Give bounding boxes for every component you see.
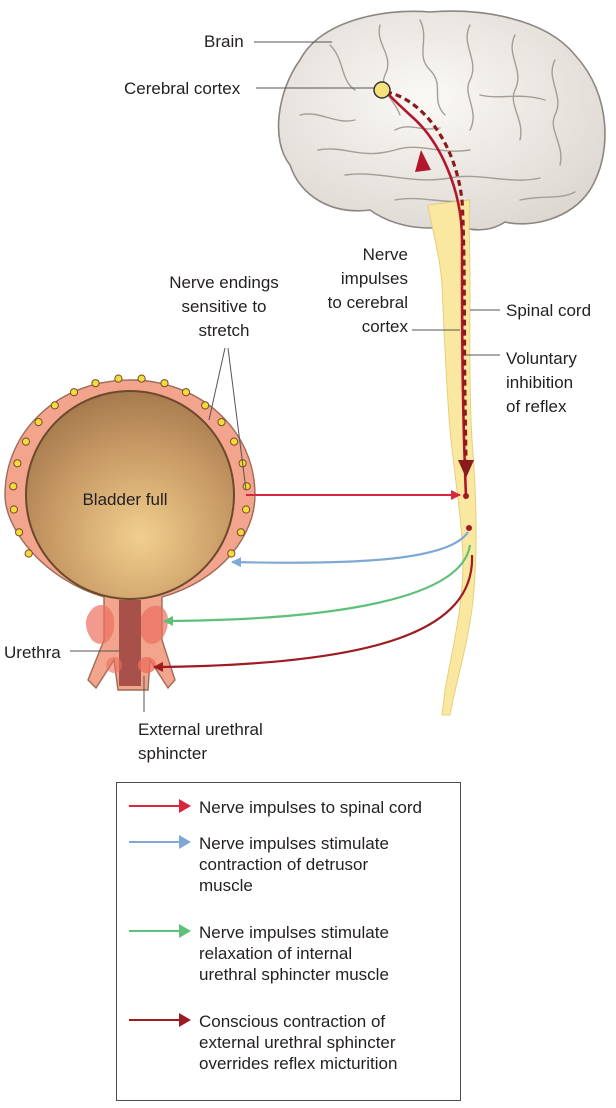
label-spinal-cord: Spinal cord [506,301,591,320]
label-line: stretch [198,321,249,340]
legend: Nerve impulses to spinal cord Nerve impu… [116,782,461,1101]
internal-sphincter-region-right [139,605,168,644]
legend-arrow-red-icon [129,799,191,813]
nerve-ending-dot [21,437,30,446]
label-line: sensitive to [181,297,266,316]
nerve-ending-dot [15,528,24,537]
nerve-ending-dot [217,418,226,427]
nerve-ending-dot [34,418,43,427]
legend-arrow-darkred-icon [129,1013,191,1027]
legend-arrow-green-icon [129,924,191,938]
internal-sphincter-region-left [85,604,115,644]
legend-text-internal-sphincter: Nerve impulses stimulate relaxation of i… [199,923,389,984]
cord-synapse-lower [466,525,472,531]
external-sphincter-region [138,657,156,673]
cord-synapse-upper [463,493,469,499]
nerve-ending-dot [91,379,100,388]
ascending-pathway [385,91,468,498]
nerve-ending-dot [242,482,251,491]
nerve-endings [9,374,251,558]
label-voluntary-inhibition: Voluntary inhibition of reflex [506,349,577,416]
legend-text-detrusor: Nerve impulses stimulate contraction of … [199,834,389,895]
nerve-ending-dot [50,401,59,410]
label-line: impulses [341,269,408,288]
label-external-sphincter: External urethral sphincter [138,720,263,763]
label-line: to cerebral [328,293,408,312]
nerve-ending-dot [160,379,169,388]
legend-text-external-sphincter: Conscious contraction of external urethr… [199,1012,398,1073]
label-line: cortex [362,317,409,336]
label-line: Nerve [363,245,408,264]
nerve-ending-dot [181,388,191,397]
nerve-ending-dot [13,459,22,468]
nerve-ending-dot [227,549,236,558]
ascending-arrowhead [415,150,431,172]
arrow-to-detrusor [231,531,469,568]
label-cerebral-cortex: Cerebral cortex [124,79,241,98]
brain [277,10,606,231]
urethra-lumen [119,600,141,686]
arrow-to-internal-sphincter [163,544,472,626]
label-line: sphincter [138,744,207,763]
nerve-ending-dot [69,388,79,397]
inhibition-arrowhead [458,460,474,478]
nerve-ending-dot [242,505,251,514]
label-line: Voluntary [506,349,577,368]
bladder-lumen [25,390,235,600]
external-sphincter-region-left [106,657,122,673]
label-bladder-full: Bladder full [82,490,167,509]
nerve-ending-dot [114,374,123,383]
nerve-ending-dot [9,482,18,491]
nerve-ending-dot [9,505,18,514]
arrow-to-external-sphincter [153,554,474,672]
leader-lines [70,41,500,712]
nerve-ending-dot [24,549,33,558]
label-brain: Brain [204,32,244,51]
inhibition-pathway [385,90,468,463]
label-line: External urethral [138,720,263,739]
nerve-ending-dot [201,401,210,410]
legend-text-sensory: Nerve impulses to spinal cord [199,798,422,817]
label-line: Nerve endings [169,273,279,292]
label-urethra: Urethra [4,643,61,662]
label-line: of reflex [506,397,567,416]
legend-arrow-blue-icon [129,835,191,849]
nerve-ending-dot [137,374,146,383]
label-line: inhibition [506,373,573,392]
spinal-cord [427,199,477,716]
label-nerve-impulses-to-cortex: Nerve impulses to cerebral cortex [328,245,409,336]
nerve-ending-dot [236,528,245,537]
nerve-ending-dot [230,437,239,446]
cerebral-cortex-point [373,81,391,99]
label-nerve-endings: Nerve endings sensitive to stretch [169,273,279,340]
